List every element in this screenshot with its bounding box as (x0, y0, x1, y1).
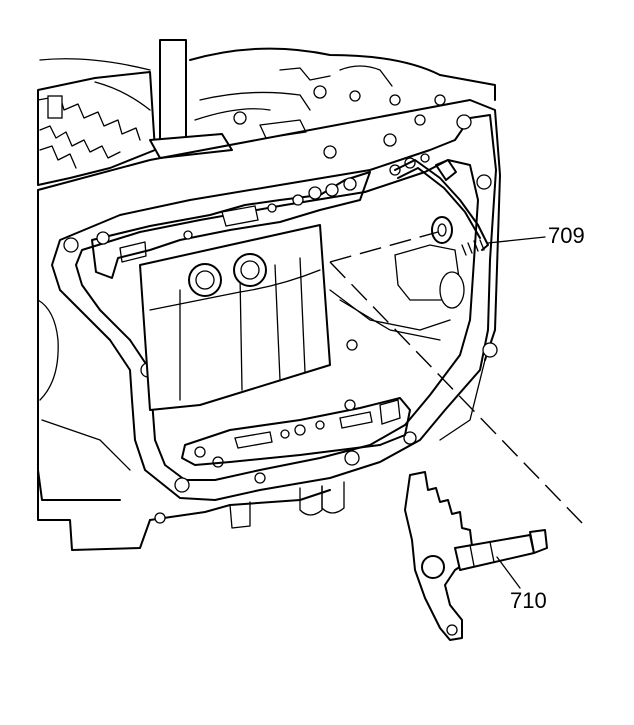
lever-710 (404, 471, 548, 641)
lower-bosses (229, 481, 345, 529)
spring-709 (394, 159, 489, 256)
case-interior-right (339, 244, 465, 351)
shaft (149, 39, 233, 159)
callout-710: 710 (510, 588, 547, 613)
callout-709: 709 (548, 223, 585, 248)
upper-housing (189, 47, 496, 139)
gasket-flange (51, 94, 498, 501)
install-path-line (329, 231, 439, 263)
leader-line-709 (487, 236, 546, 244)
lower-passage-plate (181, 397, 411, 466)
upper-passage-plate (91, 153, 430, 279)
gear-assembly (37, 58, 156, 186)
clutch-drum (139, 224, 451, 411)
transmission-case (37, 99, 501, 551)
leader-line-710 (496, 556, 521, 589)
